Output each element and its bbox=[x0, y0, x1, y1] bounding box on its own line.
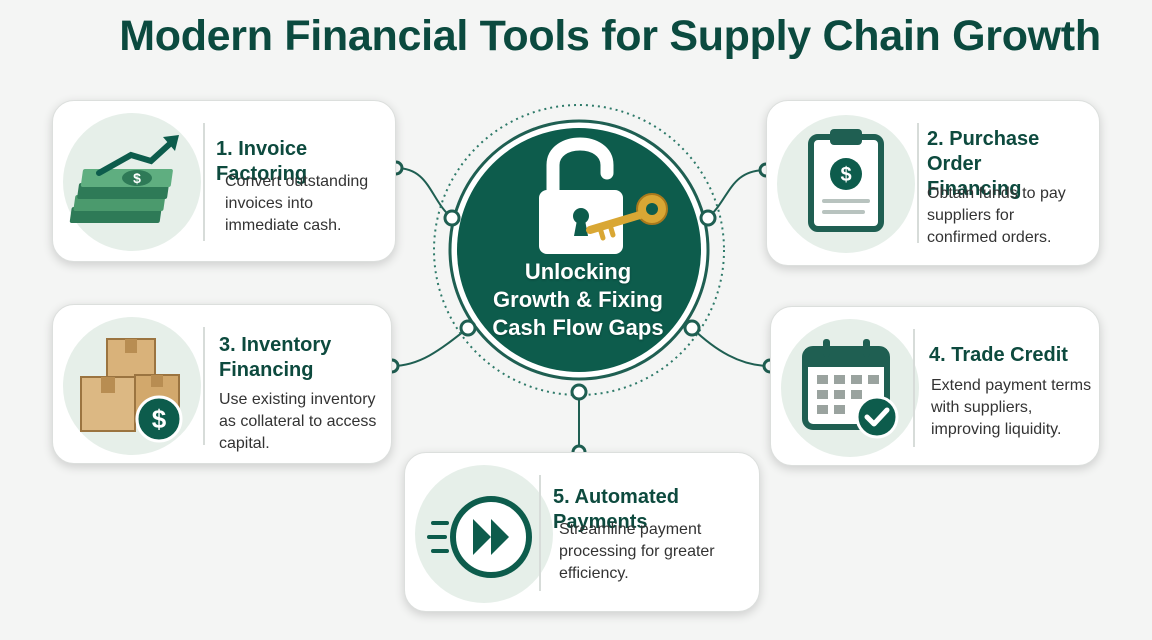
svg-text:$: $ bbox=[152, 404, 167, 434]
hub-node-1 bbox=[443, 209, 461, 227]
card-invoice-factoring[interactable]: $ 1. Invoice Factoring Convert outstandi… bbox=[52, 100, 396, 262]
connector-card-2 bbox=[707, 169, 767, 219]
card-description: Use existing inventory as collateral to … bbox=[219, 391, 377, 452]
card-description: Obtain funds to pay suppliers for confir… bbox=[927, 185, 1066, 246]
clipboard-dollar-icon: $ bbox=[777, 115, 915, 253]
card-title: 3. Inventory Financing bbox=[219, 334, 332, 381]
page-title: Modern Financial Tools for Supply Chain … bbox=[119, 12, 1101, 60]
card-title: 2. Purchase Order Financing bbox=[927, 128, 1040, 200]
money-stack-with-arrow-icon: $ bbox=[63, 113, 201, 251]
svg-text:$: $ bbox=[840, 164, 851, 186]
card-trade-credit[interactable]: 4. Trade Credit Extend payment terms wit… bbox=[770, 306, 1100, 466]
hub-node-5 bbox=[570, 383, 588, 401]
connector-card-4 bbox=[691, 327, 771, 367]
card-purchase-order-financing[interactable]: $ 2. Purchase Order Financing Obtain fun… bbox=[766, 100, 1100, 266]
hub-node-4 bbox=[683, 319, 701, 337]
card-description: Extend payment terms with suppliers, imp… bbox=[931, 377, 1092, 438]
hub-label: Unlocking Growth & Fixing Cash Flow Gaps bbox=[492, 259, 664, 340]
connector-card-1 bbox=[395, 167, 453, 219]
card-divider bbox=[539, 475, 541, 591]
unlocked-padlock-with-key-icon bbox=[539, 137, 668, 254]
card-title: 4. Trade Credit bbox=[929, 344, 1068, 366]
connector-card-3 bbox=[391, 327, 469, 367]
fast-forward-icon bbox=[415, 465, 553, 603]
card-automated-payments[interactable]: 5. Automated Payments Streamline payment… bbox=[404, 452, 760, 612]
hub-node-2 bbox=[699, 209, 717, 227]
card-title: 1. Invoice Factoring bbox=[216, 138, 308, 185]
svg-text:$: $ bbox=[133, 170, 141, 186]
card-divider bbox=[203, 123, 205, 241]
boxes-dollar-icon: $ bbox=[63, 317, 201, 455]
calendar-check-icon bbox=[781, 319, 919, 457]
card-divider bbox=[203, 327, 205, 445]
card-divider bbox=[917, 123, 919, 243]
card-description: Convert outstanding invoices into immedi… bbox=[225, 173, 369, 234]
card-divider bbox=[913, 329, 915, 447]
card-description: Streamline payment processing for greate… bbox=[559, 521, 715, 582]
card-title: 5. Automated Payments bbox=[553, 486, 679, 533]
hub-dotted-ring bbox=[433, 104, 725, 396]
hub-node-3 bbox=[459, 319, 477, 337]
card-inventory-financing[interactable]: $ 3. Inventory Financing Use existing in… bbox=[52, 304, 392, 464]
